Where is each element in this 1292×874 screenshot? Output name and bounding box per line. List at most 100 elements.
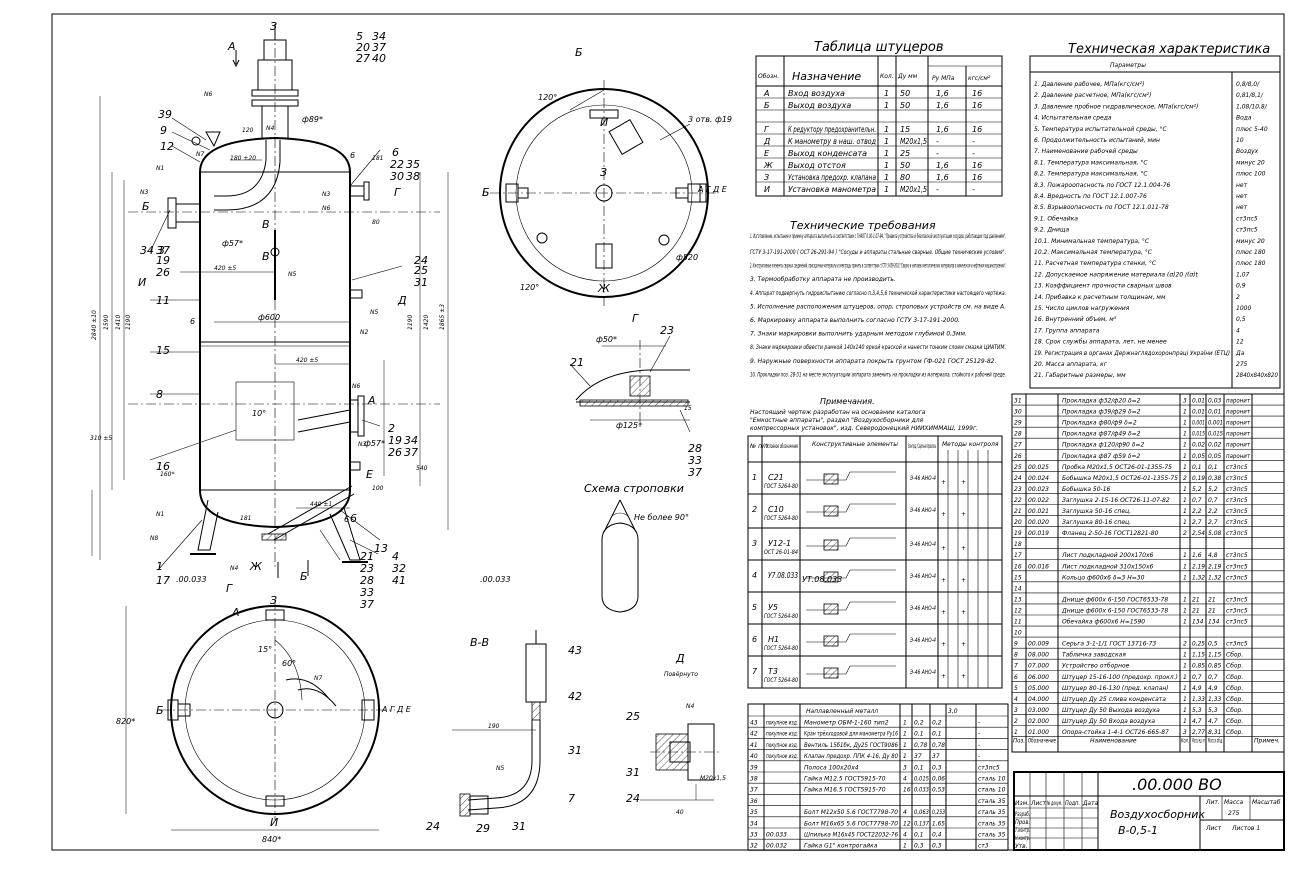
specb-qty: 12 bbox=[903, 820, 911, 827]
code-033-b: .00.033 bbox=[480, 575, 511, 584]
detail-callout: 31 bbox=[512, 820, 526, 833]
spec-name: Серьга 3-1-1/1 ГОСТ 13716-73 bbox=[1062, 641, 1156, 648]
specb-mass: 0,78 bbox=[914, 742, 928, 749]
spec-mass: 2,19 bbox=[1192, 563, 1205, 570]
dim-440: 440 ±1 bbox=[310, 501, 332, 508]
callout-right: 4 bbox=[392, 550, 399, 563]
spec-mass-total: 4,7 bbox=[1208, 718, 1218, 725]
spec-qty: 1 bbox=[1183, 663, 1187, 670]
dim-80: 80 bbox=[372, 219, 380, 226]
spec-material: паронит bbox=[1226, 442, 1250, 449]
spec-name: Кольцо ф600х6 δ=3 H=30 bbox=[1062, 574, 1145, 581]
drain-pipe bbox=[267, 485, 353, 535]
weld-std: ГОСТ 5264-80 bbox=[764, 613, 798, 620]
spec-name: Прокладка ф87/ф49 δ=2 bbox=[1062, 431, 1141, 438]
spec-mass-total: 1,32 bbox=[1208, 574, 1222, 581]
specb-mass: 0,3 bbox=[914, 843, 924, 850]
detail-callout: 29 bbox=[476, 822, 490, 835]
specb-name: Шпилька М16х45 ГОСТ22032-76 bbox=[804, 832, 898, 839]
view-d bbox=[640, 723, 720, 801]
tb-mass-label: Масса bbox=[1224, 799, 1243, 806]
spec-pos: 3 bbox=[1014, 707, 1018, 714]
dim-h1410: 1410 bbox=[115, 315, 122, 330]
spec-mass: 0,25 bbox=[1192, 641, 1205, 648]
dim-d89: ф89* bbox=[302, 115, 323, 124]
spec-mass: 0,05 bbox=[1192, 453, 1205, 460]
spec-mass: 0,19 bbox=[1192, 475, 1205, 482]
spec-qty: 1 bbox=[1183, 707, 1187, 714]
nozzle-a bbox=[357, 395, 365, 437]
tb-lit: Лит. bbox=[1205, 799, 1220, 806]
spec-code: 06.000 bbox=[1028, 674, 1049, 681]
nozzle-header-2: Кол. bbox=[880, 73, 894, 80]
tech-value: плюс 5-40 bbox=[1236, 126, 1268, 133]
nozzle-purpose: Вход воздуха bbox=[788, 89, 845, 98]
spec-bottom-table bbox=[747, 703, 1009, 851]
view-g-detail bbox=[569, 335, 691, 433]
callout-right: 25 bbox=[414, 264, 428, 277]
spec-mass: 2,77 bbox=[1192, 729, 1205, 736]
callout-left: 16 bbox=[156, 460, 170, 473]
dim-h160: 160* bbox=[160, 471, 174, 478]
specb-mass-total: 0,06 bbox=[932, 776, 945, 783]
specb-pos: 36 bbox=[750, 798, 758, 805]
nozzle-dn: М20х1,5 bbox=[900, 137, 927, 146]
nozzle-qty: 1 bbox=[884, 125, 889, 134]
spec-pos: 18 bbox=[1014, 541, 1022, 548]
spec-mass: 0,001 bbox=[1192, 420, 1205, 427]
spec-material: ст3пс5 bbox=[1226, 596, 1248, 603]
spec-mass-total: 0,5 bbox=[1208, 641, 1218, 648]
nozzle-dn: М20х1,5 bbox=[900, 185, 927, 194]
spec-mass-total: 0,85 bbox=[1208, 663, 1222, 670]
specb-material: сталь 35 bbox=[978, 832, 1006, 839]
specb-qty: 16 bbox=[903, 787, 911, 794]
weld-check-mark: + bbox=[941, 511, 946, 518]
spec-material: ст3пс5 bbox=[1226, 508, 1248, 515]
weld-std: ГОСТ 5264-80 bbox=[764, 483, 798, 490]
weld-sketch bbox=[806, 601, 896, 611]
dim-angle-60: 60° bbox=[282, 659, 296, 668]
main-vessel-view bbox=[91, 24, 449, 578]
tech-value: 275 bbox=[1236, 361, 1248, 368]
spec-pos: 31 bbox=[1014, 398, 1022, 405]
spec-mass-total: 5,3 bbox=[1208, 707, 1218, 714]
requirement-line: 10. Прокладки поз. 28-31 на месте эксплу… bbox=[750, 371, 1006, 378]
tech-value: ст3пс5 bbox=[1236, 227, 1258, 234]
specb-pos: 40 bbox=[750, 753, 758, 760]
nozzle-pn-kgs: 16 bbox=[972, 173, 982, 182]
nozzle-dn: 50 bbox=[900, 89, 910, 98]
nozzle-header-1: Назначение bbox=[792, 70, 861, 83]
weld-index: 7 bbox=[752, 667, 758, 676]
specb-mass-total: 0,3 bbox=[932, 843, 942, 850]
requirement-line: 2. Конструктивные элементы сварных соеди… bbox=[750, 263, 1006, 270]
requirement-line: 5. Исполнение расположения штуцеров, опо… bbox=[750, 303, 1006, 310]
weld-check-mark: + bbox=[961, 641, 966, 648]
weld-std: ГОСТ 5264-80 bbox=[764, 677, 798, 684]
tech-param-header: Параметры bbox=[1110, 62, 1146, 69]
weld-header: № п/п bbox=[749, 443, 768, 450]
callout-left: 1 bbox=[156, 560, 163, 573]
specb-name: Гайка М16.5 ГОСТ5915-70 bbox=[804, 787, 886, 794]
spec-name: Прокладка ф120/ф90 δ=2 bbox=[1062, 442, 1144, 449]
spec-pos: 7 bbox=[1014, 663, 1018, 670]
weld-index: 3 bbox=[752, 539, 757, 548]
callout-left: 3 bbox=[158, 244, 165, 257]
spec-name: Штуцер 15-16-100 (предохр. прокл.) bbox=[1062, 674, 1178, 681]
spec-name: Прокладка ф87 ф59 δ=2 bbox=[1062, 453, 1141, 460]
tech-param: 8.5. Взрывоопасность по ГОСТ 12.1.011-78 bbox=[1034, 204, 1169, 211]
spec-code: 04.000 bbox=[1028, 696, 1049, 703]
nozzle-letter: Г bbox=[226, 582, 233, 595]
tb-row-label: Т.контр. bbox=[1015, 827, 1030, 834]
callout-left: 11 bbox=[156, 294, 170, 307]
dim-angle-120b: 120° bbox=[520, 283, 539, 292]
spec-pos: 29 bbox=[1014, 420, 1022, 427]
dim-180: 180 ±20 bbox=[230, 155, 256, 162]
requirement-line: 8. Знаки маркировки обвести рамкой 140х1… bbox=[750, 344, 1006, 351]
tech-param: 16. Внутренний объем, м³ bbox=[1034, 316, 1117, 323]
specb-material: сталь 35 bbox=[978, 820, 1006, 827]
tech-param: 7. Наименование рабочей среды bbox=[1034, 148, 1138, 155]
nozzle-letter: И bbox=[270, 816, 278, 829]
weld-sketch bbox=[806, 503, 896, 513]
